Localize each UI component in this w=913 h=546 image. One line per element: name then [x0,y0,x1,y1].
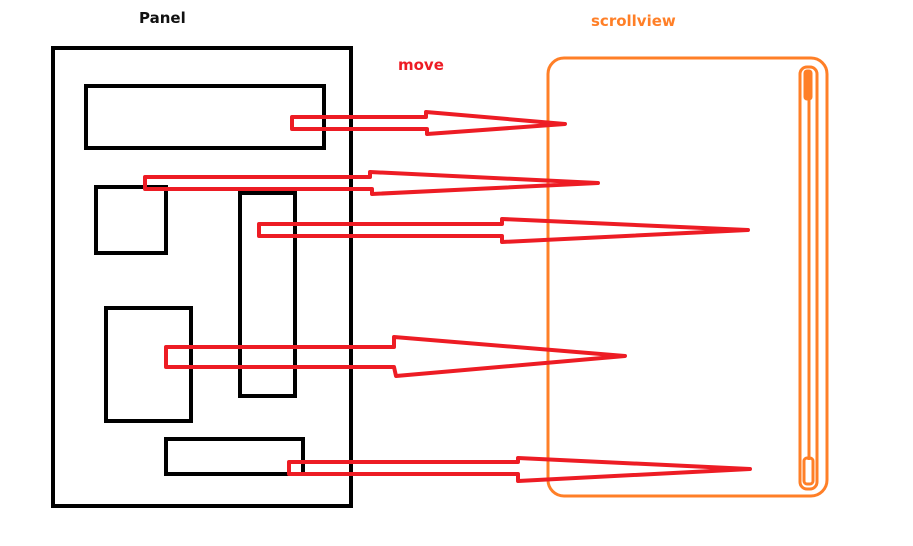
move-label: move [398,56,444,74]
move-arrow-1 [290,110,567,136]
panel-container [51,46,353,508]
scrollbar-thumb-bottom[interactable] [802,456,815,486]
tall-box [238,191,297,398]
scrollview-container[interactable] [546,56,829,498]
scrollbar-track[interactable] [798,65,819,491]
small-square-box [94,185,168,255]
panel-label: Panel [139,9,186,27]
wide-top-box [84,84,326,150]
move-arrow-5 [287,456,752,483]
medium-box [104,306,193,423]
scrollview-label: scrollview [591,12,676,30]
scrollbar-thumb-top[interactable] [803,69,813,101]
move-arrow-4 [164,335,627,378]
move-arrow-2 [143,170,600,196]
bottom-wide-box [164,437,305,476]
move-arrow-3 [257,217,750,244]
